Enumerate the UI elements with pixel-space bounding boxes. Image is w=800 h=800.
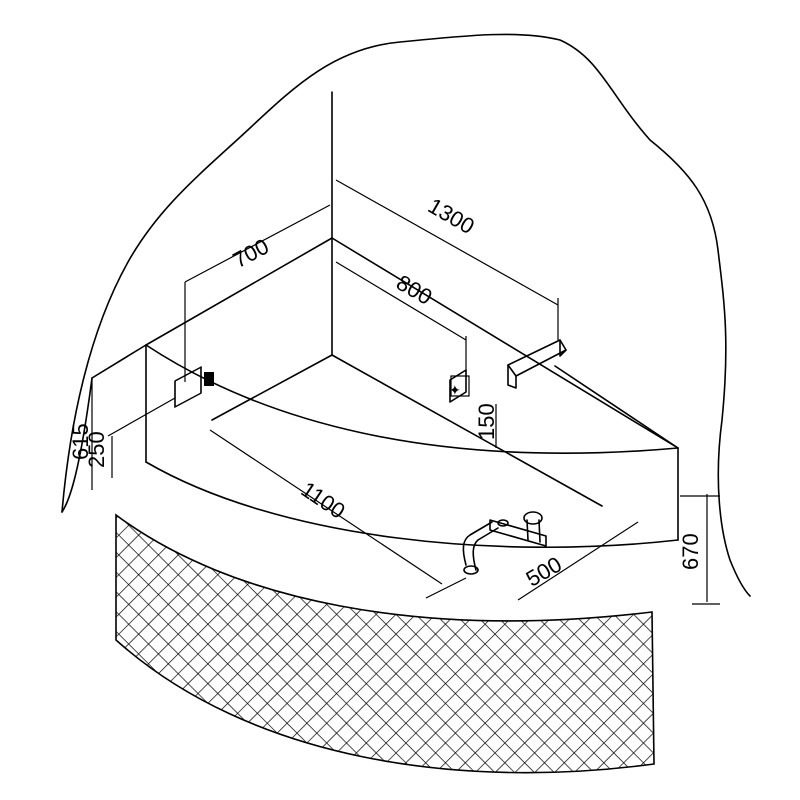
dimension-labels: 700 1300 800 615 250 1100 150 500 670 [68,193,703,592]
spout-icon [507,339,567,389]
control-panel-icon [174,366,214,408]
dim-150-label: 150 [474,403,499,440]
apron-mesh-panel [115,513,655,774]
dimension-lines [91,179,720,605]
dim-615-label: 615 [68,423,93,460]
svg-text:✦: ✦ [449,382,461,398]
dim-1300-label: 1300 [424,193,479,239]
dim-800-label: 800 [392,270,436,310]
dim-250-label: 250 [84,431,109,468]
dim-1100-label: 1100 [297,477,350,524]
dim-670-label: 670 [678,533,703,570]
tub-body [61,91,679,549]
faucet-icon [462,511,547,575]
valve-icon: ✦ [449,369,470,403]
dim-500-label: 500 [522,552,566,592]
wall-outline [61,33,751,597]
